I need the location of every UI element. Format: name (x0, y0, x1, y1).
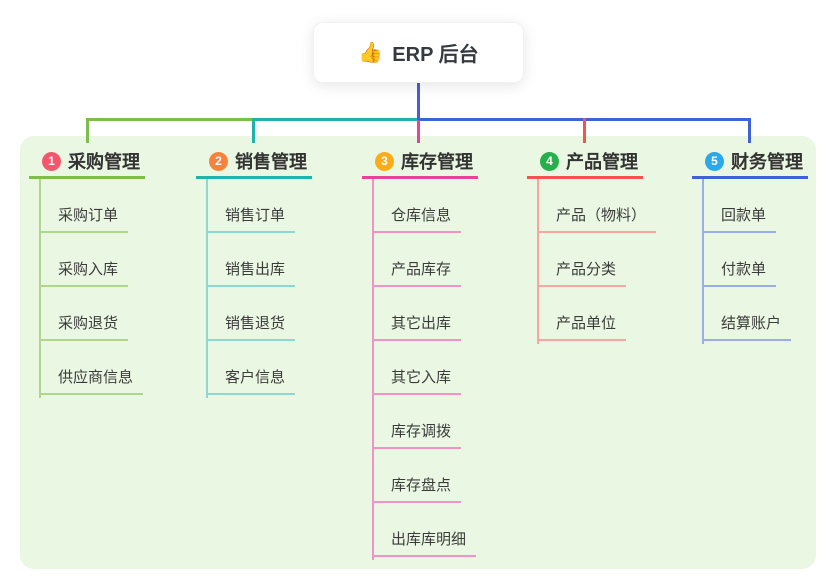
branch-child-rail (702, 179, 704, 344)
connector-drop-inventory (417, 120, 420, 143)
branch-sales-management: 2 销售管理 销售订单 销售出库 销售退货 客户信息 (196, 146, 312, 398)
connector-drop-sales (252, 118, 255, 143)
branch-head-product-management[interactable]: 4 产品管理 (527, 146, 643, 179)
branches-panel (20, 136, 816, 569)
branch-label: 财务管理 (731, 152, 803, 172)
branch-child-rail (372, 179, 374, 560)
branch-number-badge: 2 (209, 151, 228, 171)
branch-label: 库存管理 (401, 152, 473, 172)
child-item[interactable]: 其它入库 (372, 341, 462, 395)
connector-horizontal-sales (255, 118, 417, 121)
child-item[interactable]: 其它出库 (372, 287, 462, 341)
child-item[interactable]: 产品分类 (537, 233, 627, 287)
child-item[interactable]: 销售订单 (206, 179, 296, 233)
branch-label: 销售管理 (235, 152, 307, 172)
child-item[interactable]: 采购退货 (39, 287, 129, 341)
branch-child-rail (206, 179, 208, 398)
branch-head-finance-management[interactable]: 5 财务管理 (692, 146, 808, 179)
connector-root-vertical (417, 83, 420, 121)
branch-child-rail (39, 179, 41, 398)
branch-label: 产品管理 (566, 152, 638, 172)
branch-finance-management: 5 财务管理 回款单 付款单 结算账户 (692, 146, 808, 344)
child-item[interactable]: 采购订单 (39, 179, 129, 233)
child-item[interactable]: 产品单位 (537, 287, 627, 341)
child-item[interactable]: 供应商信息 (39, 341, 144, 395)
root-node[interactable]: 👍 ERP 后台 (313, 22, 524, 83)
child-item[interactable]: 仓库信息 (372, 179, 462, 233)
connector-drop-product (583, 118, 586, 143)
child-item[interactable]: 结算账户 (702, 287, 792, 341)
branch-purchase-management: 1 采购管理 采购订单 采购入库 采购退货 供应商信息 (29, 146, 145, 398)
branch-number-badge: 5 (705, 151, 724, 171)
connector-horizontal-purchase (86, 118, 255, 121)
branch-head-sales-management[interactable]: 2 销售管理 (196, 146, 312, 179)
child-item[interactable]: 销售出库 (206, 233, 296, 287)
child-item[interactable]: 出库库明细 (372, 503, 477, 557)
child-item[interactable]: 库存盘点 (372, 449, 462, 503)
child-item[interactable]: 库存调拨 (372, 395, 462, 449)
branch-head-purchase-management[interactable]: 1 采购管理 (29, 146, 145, 179)
branch-head-inventory-management[interactable]: 3 库存管理 (362, 146, 478, 179)
child-item[interactable]: 产品（物料） (537, 179, 657, 233)
child-item[interactable]: 销售退货 (206, 287, 296, 341)
child-item[interactable]: 客户信息 (206, 341, 296, 395)
branch-child-rail (537, 179, 539, 344)
branch-product-management: 4 产品管理 产品（物料） 产品分类 产品单位 (527, 146, 657, 344)
branch-inventory-management: 3 库存管理 仓库信息 产品库存 其它出库 其它入库 库存调拨 库存盘点 出库库… (362, 146, 478, 560)
root-label: ERP 后台 (392, 44, 479, 66)
child-item[interactable]: 采购入库 (39, 233, 129, 287)
branch-number-badge: 3 (375, 151, 394, 171)
child-item[interactable]: 付款单 (702, 233, 777, 287)
branch-label: 采购管理 (68, 152, 140, 172)
child-item[interactable]: 产品库存 (372, 233, 462, 287)
child-item[interactable]: 回款单 (702, 179, 777, 233)
connector-drop-finance (748, 118, 751, 143)
branch-number-badge: 4 (540, 151, 559, 171)
thumbs-up-icon: 👍 (358, 41, 384, 64)
connector-drop-purchase (86, 118, 89, 143)
branch-number-badge: 1 (42, 151, 61, 171)
